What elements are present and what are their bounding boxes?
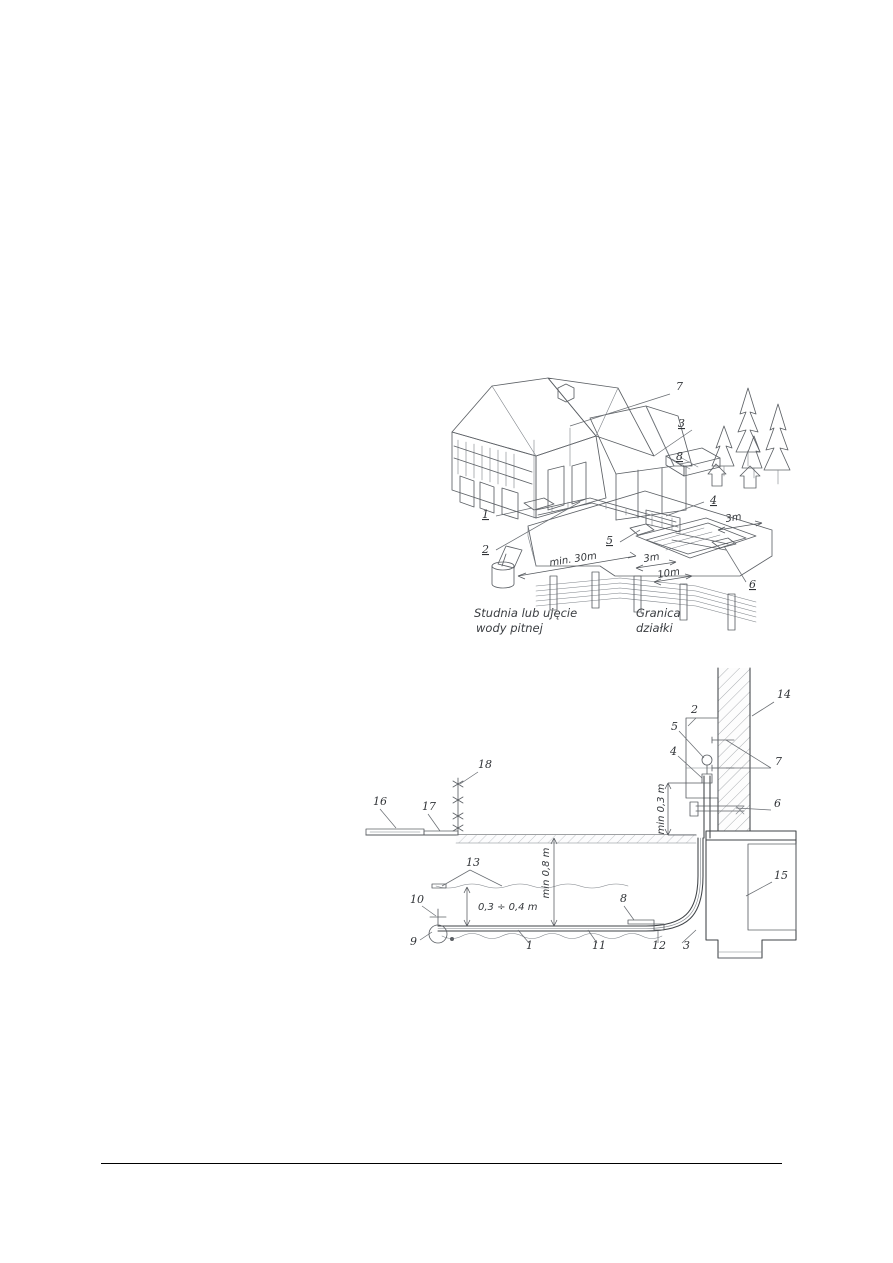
marker-post xyxy=(452,777,464,836)
dim-text-0-3-0-4m: 0,3 ÷ 0,4 m xyxy=(478,902,538,913)
house-building xyxy=(451,377,693,521)
callout-leaders xyxy=(495,393,747,583)
section-callout-9: 9 xyxy=(410,935,417,948)
section-callout-5: 5 xyxy=(671,720,678,733)
callout-3: 3 xyxy=(678,417,685,430)
dimension-min-0-3m xyxy=(664,782,702,836)
plot-boundary-fence xyxy=(535,571,757,631)
section-callout-15: 15 xyxy=(774,869,788,882)
section-callout-2: 2 xyxy=(690,703,698,716)
section-callout-leaders xyxy=(379,701,775,944)
section-callout-12: 12 xyxy=(652,939,666,952)
section-callout-4: 4 xyxy=(669,745,677,758)
section-callout-7: 7 xyxy=(775,755,782,768)
building-wall xyxy=(705,667,797,959)
callout-2: 2 xyxy=(481,543,489,556)
section-callout-14: 14 xyxy=(777,688,791,701)
dimension-min-0-8m xyxy=(550,837,558,927)
page-footer-rule xyxy=(101,1163,782,1164)
dimension-arrows xyxy=(517,520,763,586)
dim-3m-right: 3m xyxy=(725,512,743,525)
section-callout-8: 8 xyxy=(620,892,627,905)
section-callout-labels: 1 2 3 4 5 6 7 8 9 10 11 12 13 14 15 16 1… xyxy=(373,688,791,952)
dim-10m: 10m xyxy=(657,567,681,581)
figure-captions: Studnia lub ujęcie wody pitnej Granica d… xyxy=(474,606,681,635)
section-callout-16: 16 xyxy=(373,795,387,808)
caption-well-line1: Studnia lub ujęcie xyxy=(474,606,577,620)
section-callout-6: 6 xyxy=(774,797,781,810)
callout-1: 1 xyxy=(482,508,489,521)
drinking-water-well-icon xyxy=(491,545,523,589)
section-callout-3: 3 xyxy=(683,939,690,952)
dim-text-min-0-3m: min 0,3 m xyxy=(656,783,667,834)
section-callout-10: 10 xyxy=(410,893,424,906)
caption-boundary-line1: Granica xyxy=(636,606,681,620)
riser-pipe-and-fittings xyxy=(689,736,745,839)
section-callout-18: 18 xyxy=(478,758,492,771)
callout-labels: 1 2 3 4 5 6 7 8 xyxy=(481,380,756,591)
dimension-0-3-0-4m xyxy=(463,886,471,927)
callout-5: 5 xyxy=(606,534,613,547)
paving-and-kerb xyxy=(365,828,459,836)
callout-4: 4 xyxy=(709,494,717,507)
figure-cross-section: min 0,3 m min 0,8 m 0,3 ÷ 0,4 m xyxy=(365,667,808,968)
section-callout-11: 11 xyxy=(592,939,606,952)
pipe-network xyxy=(523,447,721,536)
conifer-trees xyxy=(707,387,791,489)
dim-text-min-0-8m: min 0,8 m xyxy=(541,847,552,898)
callout-7: 7 xyxy=(676,380,683,393)
plot-ground-plate xyxy=(527,490,773,577)
section-callout-1: 1 xyxy=(526,939,533,952)
ground-surface xyxy=(365,834,697,844)
caption-well-line2: wody pitnej xyxy=(476,621,544,635)
drainage-field xyxy=(635,517,757,559)
dim-3m-left: 3m xyxy=(643,552,661,565)
callout-8: 8 xyxy=(676,450,683,463)
section-callout-13: 13 xyxy=(466,856,480,869)
caption-boundary-line2: działki xyxy=(636,621,674,635)
figure-site-isometric: 1 2 3 4 5 6 7 8 min. 30m 3m 10m 3m Studn… xyxy=(440,370,800,652)
callout-6: 6 xyxy=(749,578,756,591)
warning-tape xyxy=(431,883,629,889)
buried-pipe-run xyxy=(437,837,704,939)
section-callout-17: 17 xyxy=(422,800,436,813)
